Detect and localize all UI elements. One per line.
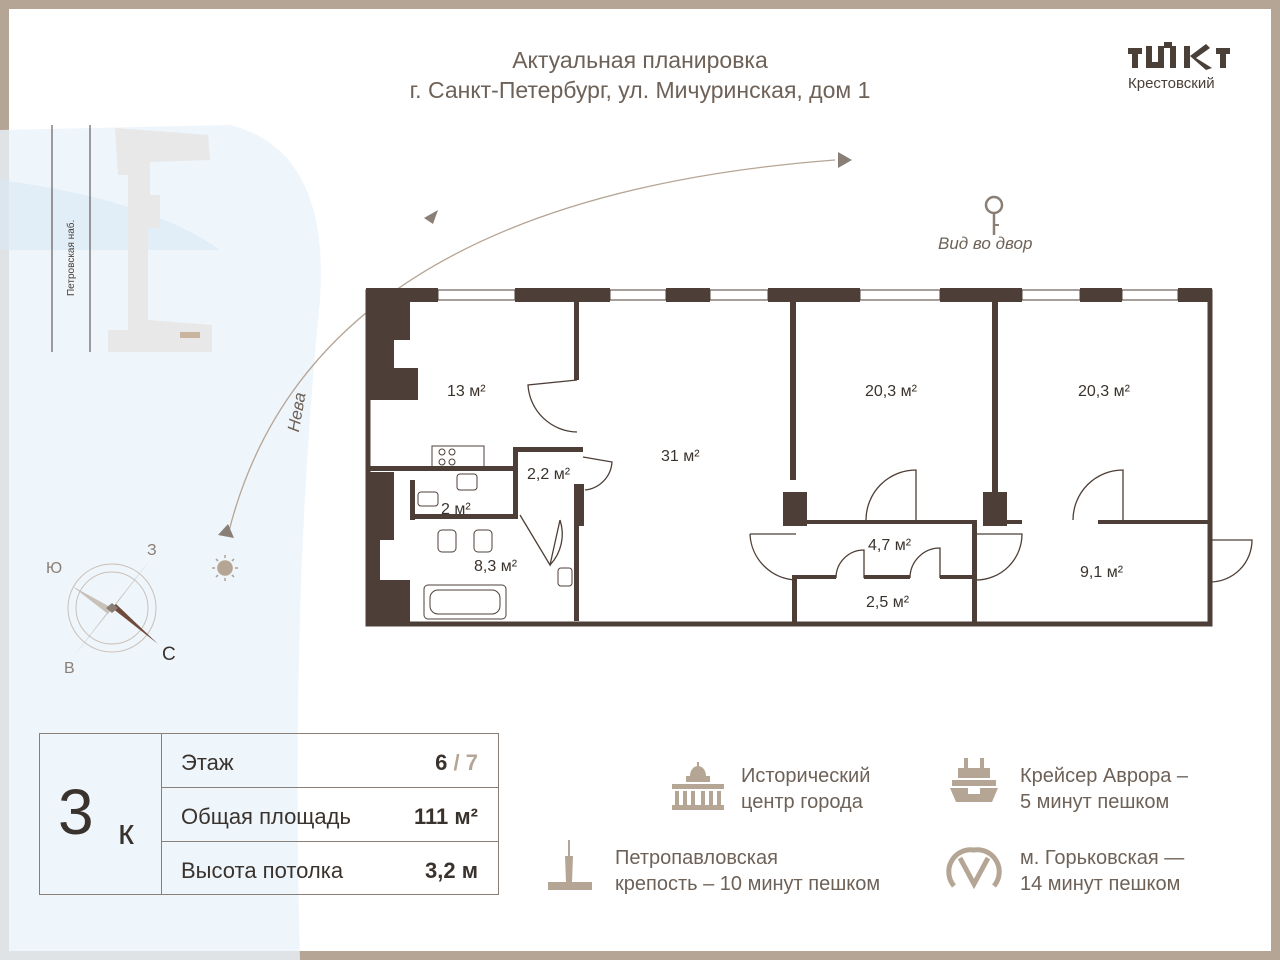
metro-icon [946,847,1002,890]
building-silhouette [108,128,212,352]
poi-aurora: Крейсер Аврора –5 минут пешком [1020,765,1189,813]
ceiling-label: Высота потолка [181,858,344,883]
spire-icon [548,840,592,890]
area-value: 111 м² [414,804,478,829]
floor-row: Этаж 6 / 7 [161,734,498,788]
poi-metro: м. Горьковская —14 минут пешком [1020,847,1185,895]
view-pin-icon [984,195,1004,235]
page-title: Актуальная планировка г. Санкт-Петербург… [0,45,1280,105]
ship-icon [950,758,998,802]
compass-east-label: С [162,644,176,665]
room-count: 3 [58,776,94,848]
street-label: Петровская наб. [66,219,77,296]
area-row: Общая площадь 111 м² [161,788,498,842]
moon-icon [867,150,878,172]
brand-logo-mark [1128,42,1230,70]
sun-icon [212,555,238,581]
room-area-bath-small: 2 м² [441,501,471,518]
view-label: Вид во двор [938,234,1033,253]
room-area-wc: 2,2 м² [527,466,571,483]
room-area-room2: 20,3 м² [865,383,917,400]
title-line-1: Актуальная планировка [512,47,768,73]
river [0,125,321,960]
room-area-hall: 4,7 м² [868,537,912,554]
title-line-2: г. Санкт-Петербург, ул. Мичуринская, дом… [409,77,871,103]
room-count-suffix: к [118,811,134,852]
room-area-storage: 2,5 м² [866,594,910,611]
compass-north-label: З [147,542,157,559]
compass-rose [67,560,158,656]
room-area-bedroom1: 13 м² [447,383,486,400]
area-label: Общая площадь [181,804,351,829]
brand-logo-text: Крестовский [1128,75,1215,92]
floor-label: Этаж [181,750,234,775]
compass-south-label: Ю [46,560,63,577]
room-area-bathroom: 8,3 м² [474,558,518,575]
sun-arc [227,159,836,536]
ceiling-value: 3,2 м [425,858,478,883]
room-count-badge: 3 к [40,734,162,894]
room-area-living: 31 м² [661,448,700,465]
room-area-room3: 20,3 м² [1078,383,1130,400]
room-area-room4: 9,1 м² [1080,564,1124,581]
floor-value: 6 / 7 [435,750,478,775]
apartment-summary: 3 к Этаж 6 / 7 Общая площадь 111 м² Высо… [39,733,499,895]
museum-icon [672,762,724,810]
compass-west-label: В [64,660,75,677]
ceiling-row: Высота потолка 3,2 м [161,842,498,895]
